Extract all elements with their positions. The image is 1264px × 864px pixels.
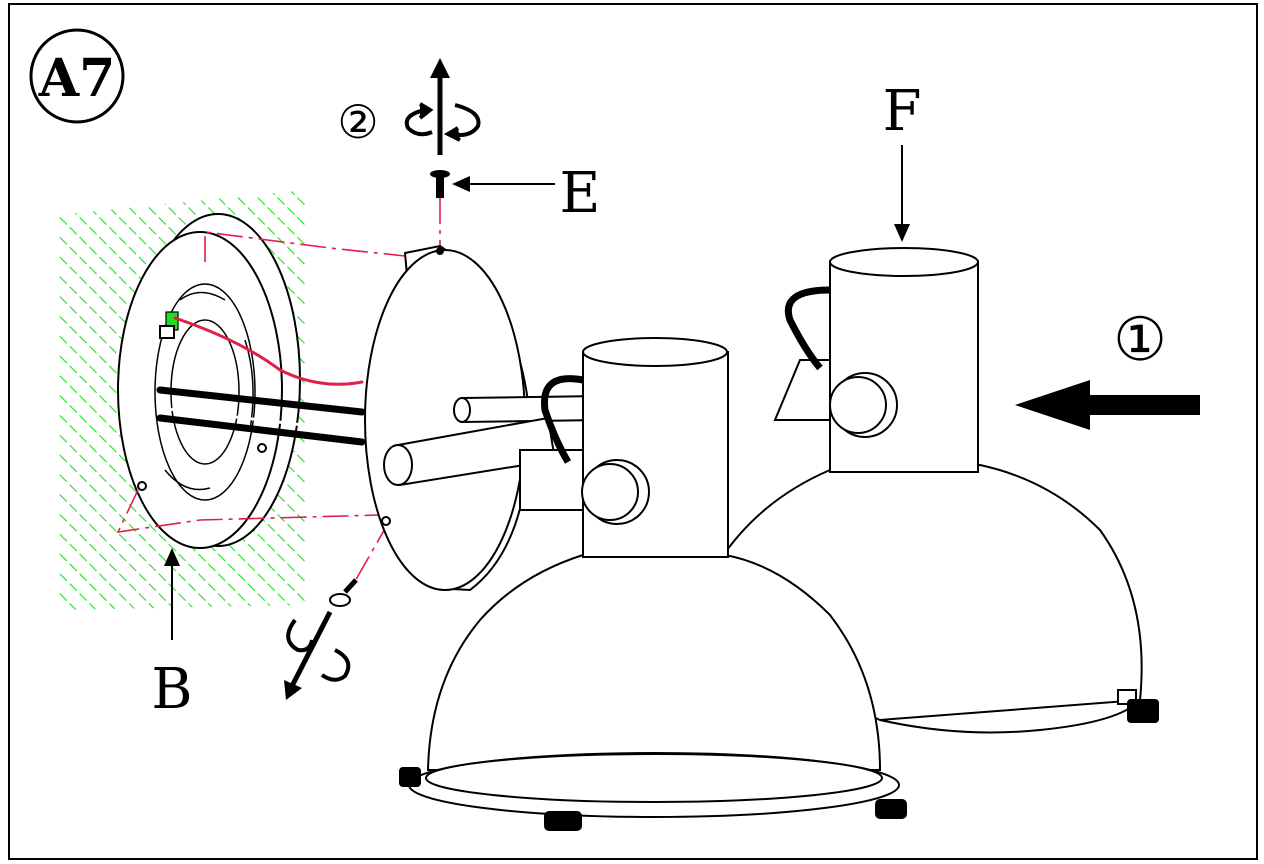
wall-mounting-plate <box>117 213 301 549</box>
front-lamp <box>399 337 907 831</box>
label-e-callout: E <box>452 161 601 226</box>
arm-rear <box>453 394 601 424</box>
terminal-block <box>159 311 179 339</box>
pull-arrow-icon <box>430 58 450 155</box>
label-b: B <box>151 657 192 722</box>
step-badge-text: A7 <box>38 48 116 109</box>
step-badge: A7 <box>29 28 125 124</box>
arm-front <box>383 416 557 487</box>
step-one-marker: ① <box>1015 305 1200 430</box>
label-e: E <box>560 161 601 226</box>
screw-lower <box>329 578 358 607</box>
label-f-callout: F <box>883 79 922 242</box>
alignment-guides <box>116 198 441 591</box>
label-b-callout: B <box>151 548 193 722</box>
supply-wires <box>156 316 366 446</box>
rotate-loosen-icon <box>404 102 481 142</box>
push-arrow-icon <box>1015 380 1200 430</box>
marker-second: ② <box>337 95 378 149</box>
step-two-marker: ② <box>337 58 481 155</box>
marker-first: ① <box>1113 305 1167 375</box>
rotate-tighten-icon <box>284 610 351 700</box>
label-f: F <box>883 79 922 144</box>
screw-top <box>430 170 450 198</box>
lamp-canopy <box>364 244 532 592</box>
